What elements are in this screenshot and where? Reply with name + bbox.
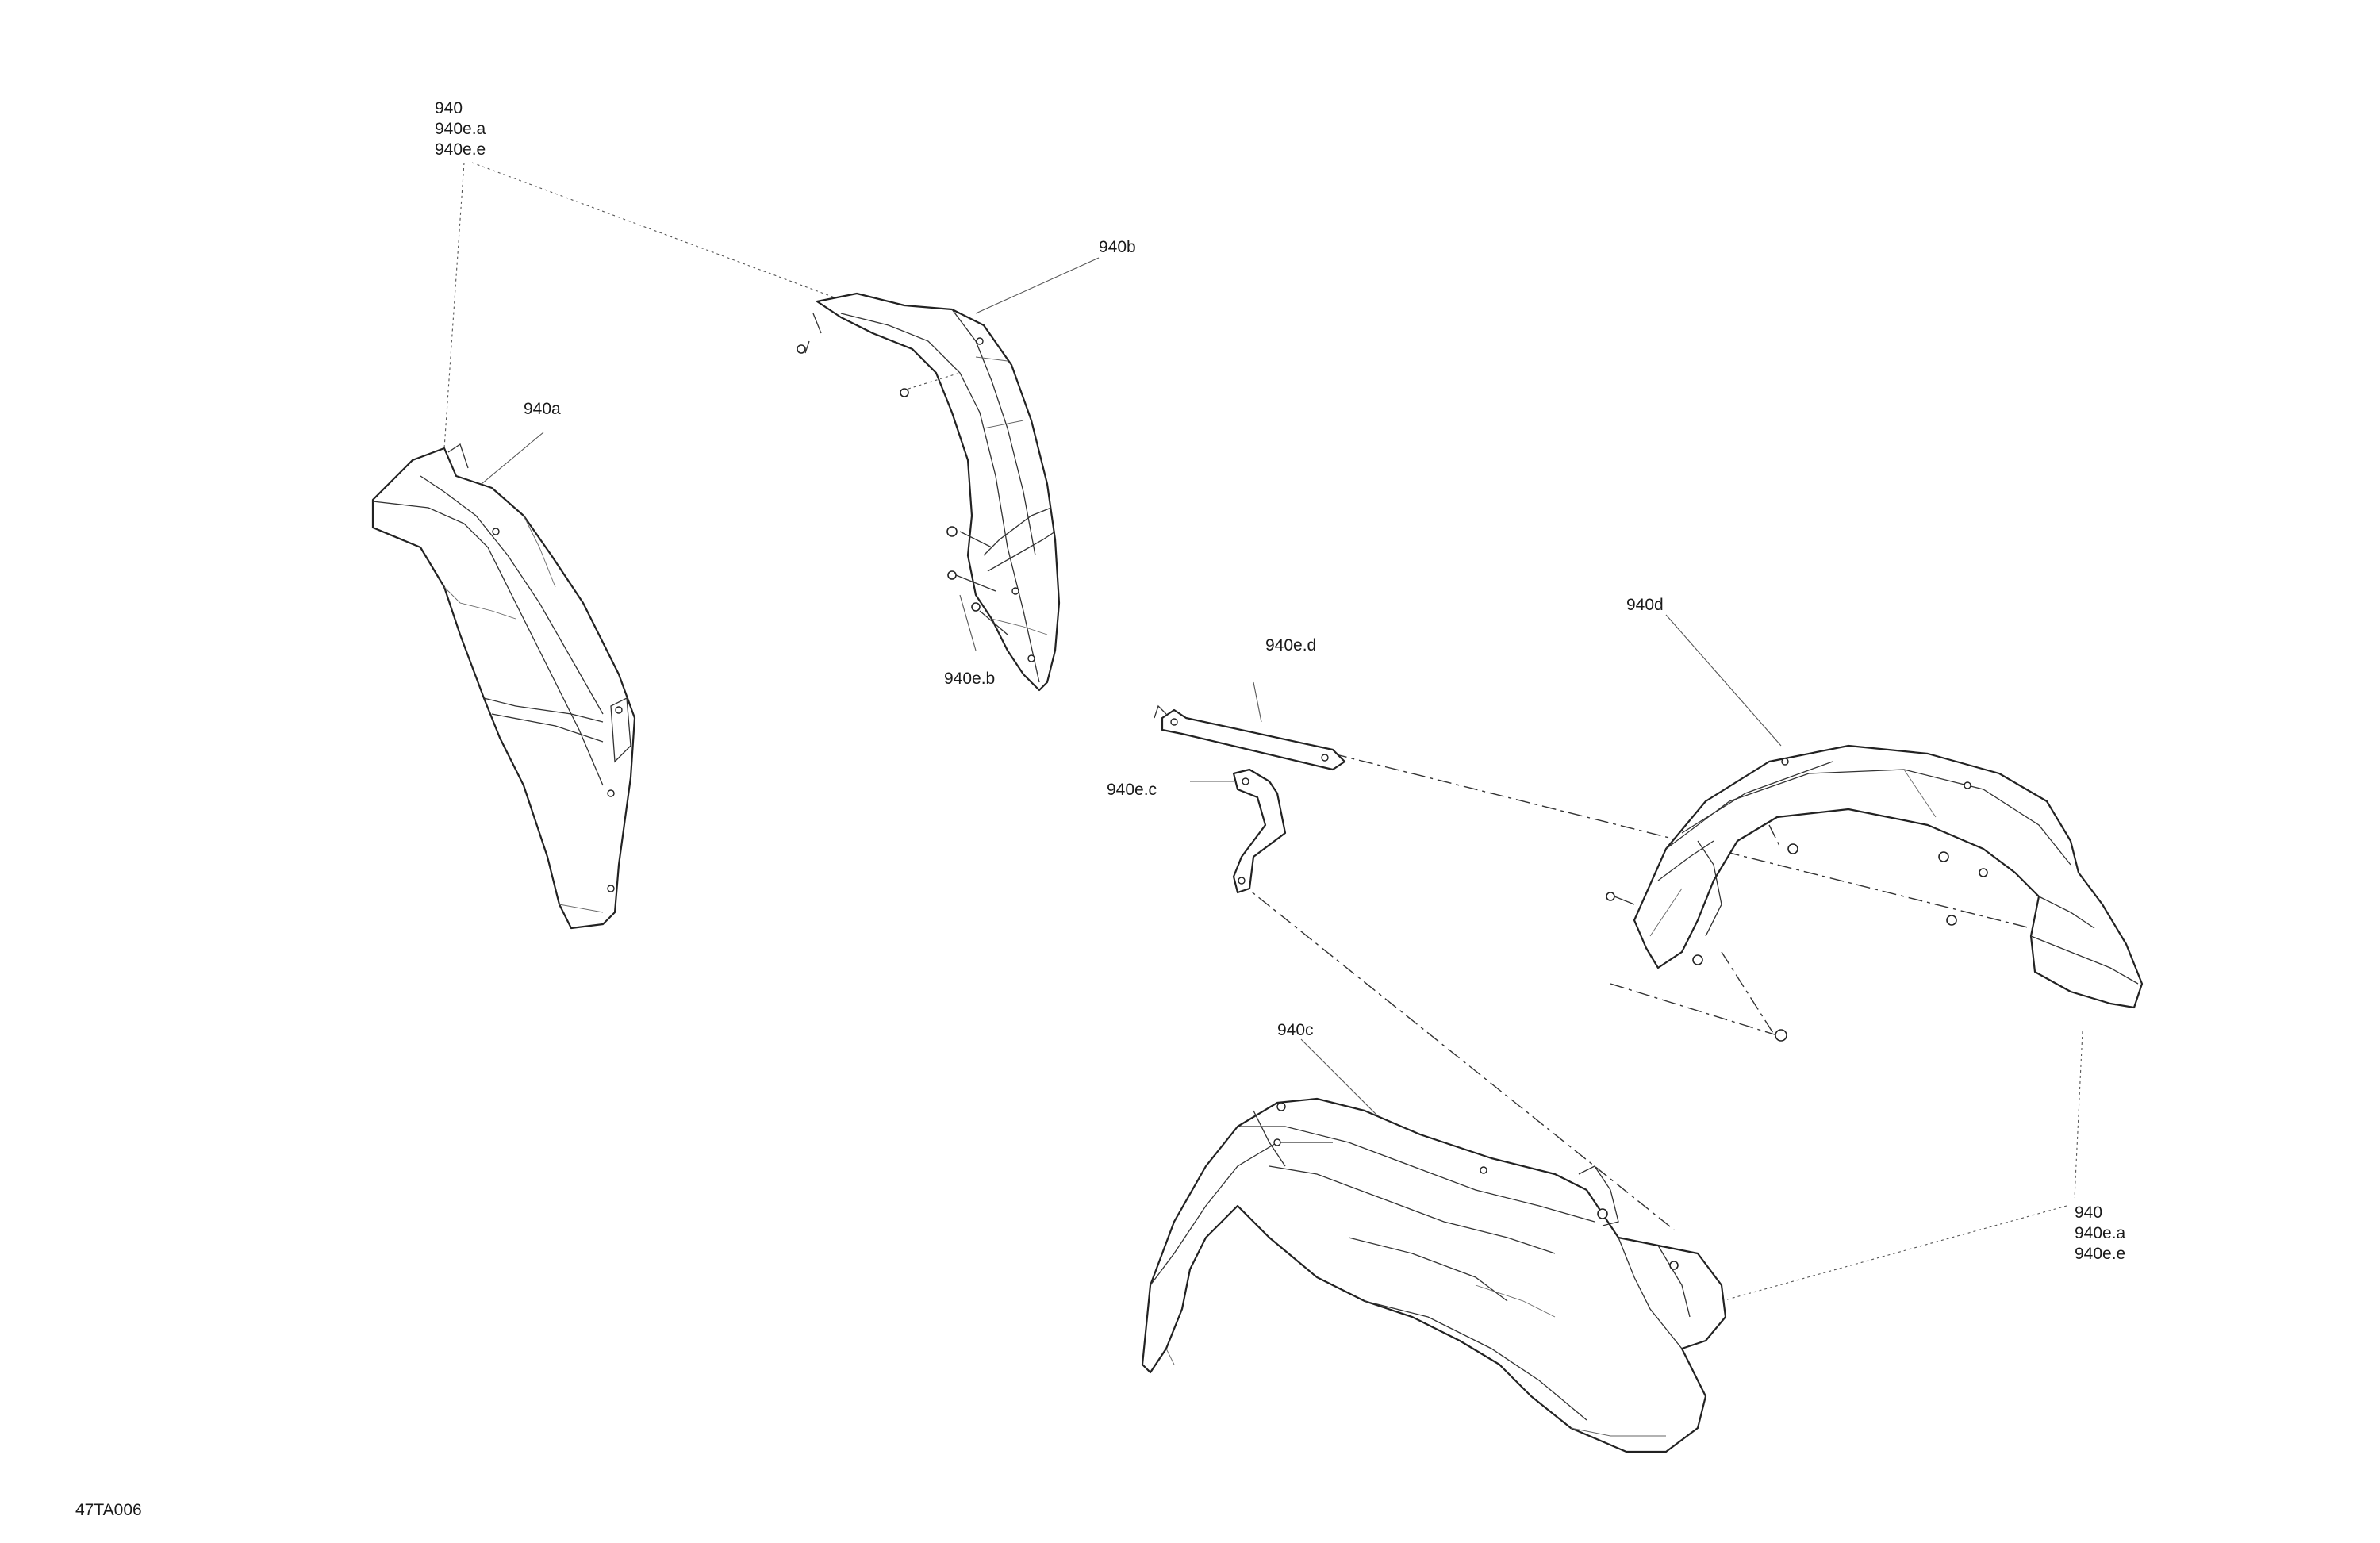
part-940a-panel — [371, 443, 636, 930]
callout-940ec: 940e.c — [1107, 781, 1157, 799]
callout-group-top-left-line1: 940 — [435, 99, 463, 117]
part-940b-panel — [797, 292, 1061, 692]
callout-940c: 940c — [1277, 1021, 1314, 1039]
leader-lines — [443, 162, 2083, 1302]
callout-940eb: 940e.b — [944, 670, 995, 688]
callout-940d: 940d — [1626, 596, 1664, 614]
part-940ec-bracket — [1232, 768, 1287, 894]
callout-group-top-left-line3: 940e.e — [435, 140, 486, 159]
part-940ed-bracket — [1154, 704, 1346, 771]
callout-group-bottom-right-line3: 940e.e — [2075, 1245, 2125, 1263]
callout-940ed: 940e.d — [1265, 636, 1316, 654]
figure-code: 47TA006 — [75, 1501, 142, 1519]
callout-group-bottom-right-line1: 940 — [2075, 1203, 2102, 1222]
assembly-axes — [1237, 753, 2063, 1230]
callout-group-bottom-right-line2: 940e.a — [2075, 1224, 2126, 1242]
callout-940b: 940b — [1099, 238, 1136, 256]
part-940c-fender — [1141, 1097, 1727, 1453]
callout-group-top-left-line2: 940e.a — [435, 120, 486, 138]
part-940d-fender — [1606, 744, 2144, 1042]
callout-940a: 940a — [524, 400, 561, 418]
